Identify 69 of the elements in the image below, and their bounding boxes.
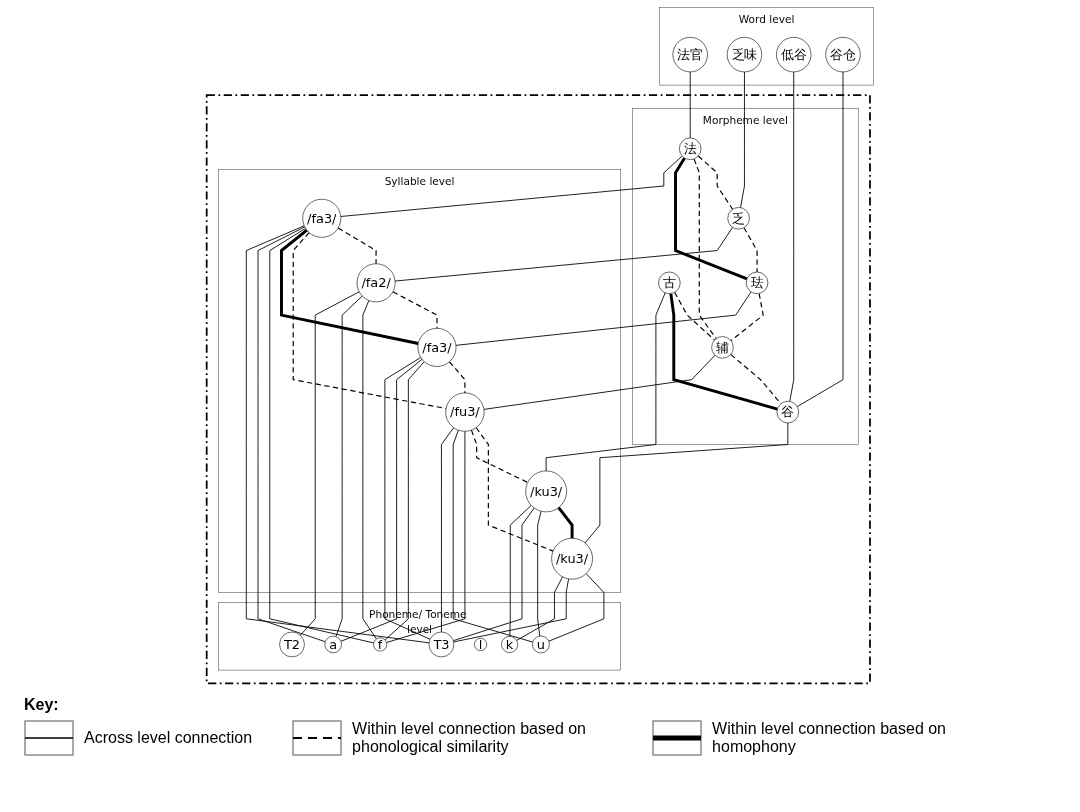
- node-circle: [776, 400, 799, 423]
- node-circle: [501, 635, 518, 653]
- connector: [545, 291, 666, 471]
- connector: [548, 572, 605, 642]
- connector: [743, 226, 758, 273]
- connector: [557, 506, 574, 538]
- legend-heading: Key:: [24, 696, 60, 714]
- connector: [245, 224, 430, 643]
- node-circle: [678, 137, 702, 160]
- connector: [340, 155, 683, 217]
- connector: [673, 291, 715, 341]
- connector: [516, 575, 563, 641]
- node-circle: [525, 470, 567, 512]
- node-circle: [727, 206, 750, 229]
- connector: [789, 71, 795, 402]
- connector: [483, 354, 716, 410]
- node-circle: [726, 36, 762, 72]
- node-circle: [324, 635, 342, 653]
- connector: [269, 227, 374, 643]
- connector: [509, 504, 532, 637]
- connector: [299, 290, 360, 636]
- legend-text: Across level connection: [84, 729, 253, 747]
- cluster: [218, 168, 621, 593]
- node-circle: [776, 36, 812, 72]
- connector: [335, 295, 363, 637]
- node-circle: [745, 271, 769, 294]
- node-circle: [825, 36, 861, 72]
- connector: [730, 353, 782, 404]
- connector: [730, 292, 764, 341]
- node-circle: [445, 392, 485, 432]
- cluster: [218, 601, 621, 670]
- connector: [470, 429, 529, 483]
- connector: [386, 430, 466, 643]
- connector: [796, 71, 844, 407]
- cluster: [659, 6, 874, 85]
- node-circle: [551, 537, 593, 579]
- cluster: [205, 93, 871, 684]
- connector: [455, 290, 752, 346]
- connector: [669, 292, 778, 411]
- connector: [394, 226, 733, 281]
- connector: [689, 71, 691, 138]
- legend-text: Within level connection based on phonological similarity: [352, 720, 587, 756]
- connector: [257, 225, 326, 642]
- connector: [697, 154, 734, 210]
- node-circle: [417, 327, 457, 367]
- connector: [340, 358, 423, 642]
- connector: [537, 510, 542, 636]
- node-circle: [356, 262, 396, 302]
- node-circle: [428, 631, 455, 657]
- connector: [452, 429, 534, 642]
- node-circle: [672, 36, 708, 72]
- connector: [740, 71, 745, 208]
- connector: [452, 507, 535, 641]
- cluster: [632, 107, 859, 445]
- node-circle: [302, 198, 342, 238]
- legend-text: Within level connection based on homophony: [712, 720, 947, 756]
- node-circle: [532, 635, 550, 653]
- connector: [584, 422, 789, 543]
- connector: [440, 426, 454, 632]
- connector: [279, 228, 419, 345]
- connector: [475, 426, 554, 552]
- node-circle: [474, 637, 487, 651]
- connector: [362, 299, 377, 639]
- node-circle: [711, 335, 734, 359]
- connector: [392, 290, 438, 329]
- node-circle: [279, 631, 305, 657]
- node-circle: [658, 271, 681, 294]
- connector: [453, 577, 569, 642]
- node-circle: [373, 637, 387, 651]
